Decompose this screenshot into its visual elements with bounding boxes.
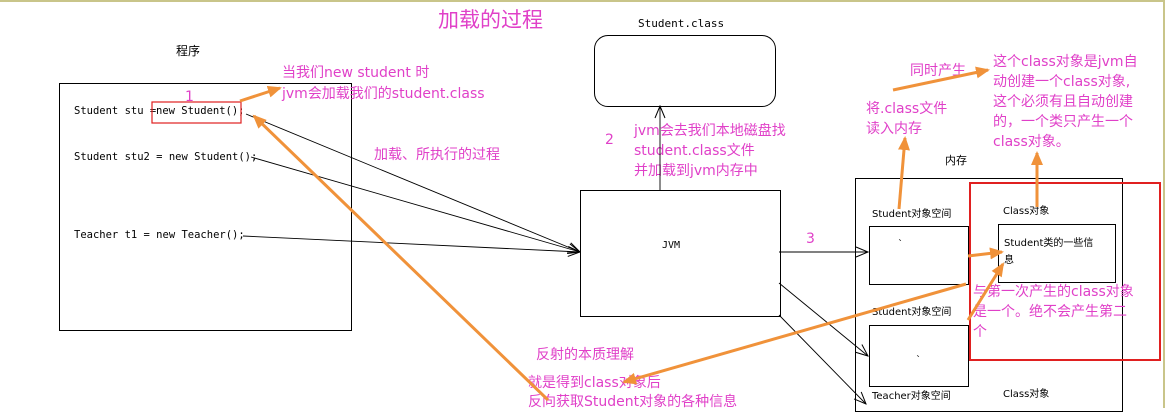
teacher-space-label: Teacher对象空间 xyxy=(872,391,951,402)
class-info-box xyxy=(998,224,1116,283)
annotation-class-object-1: 这个class对象是jvm自 xyxy=(993,54,1138,70)
orange-arrow-reflection xyxy=(252,114,550,402)
student-space-1-mark: ` xyxy=(898,239,903,250)
step-3-number: 3 xyxy=(806,231,815,247)
annotation-class-object-3: 这个必须有且自动创建 xyxy=(993,94,1133,110)
orange-arrow-student-to-class xyxy=(967,247,1004,260)
class-info-line-1: Student类的一些信 xyxy=(1004,238,1094,249)
orange-arrow-reflection-class xyxy=(622,282,967,385)
student-space-1-box xyxy=(869,226,969,285)
annotation-class-object-2: 动创建一个class对象, xyxy=(993,74,1131,90)
arrow-jvm-to-line1 xyxy=(245,113,580,252)
new-student-highlight xyxy=(151,101,242,124)
annotation-same-time: 同时产生 xyxy=(910,63,966,79)
arrow-jvm-to-student-space-2 xyxy=(778,282,868,356)
annotation-find-file-3: 并加载到jvm内存中 xyxy=(634,163,758,179)
student-space-2-label: Student对象空间 xyxy=(872,307,952,318)
annotation-new-student-2: jvm会加载我们的student.class xyxy=(282,86,485,102)
orange-arrow-space2-to-class xyxy=(966,262,1005,321)
code-line-3: Teacher t1 = new Teacher(); xyxy=(74,229,245,241)
jvm-label: JVM xyxy=(662,240,681,251)
student-space-1-label: Student对象空间 xyxy=(872,209,952,220)
code-line-2: Student stu2 = new Student(); xyxy=(74,151,258,163)
arrow-jvm-to-line2 xyxy=(250,156,580,252)
annotation-same-object-1: 与第一次产生的class对象 xyxy=(973,284,1134,300)
code-line-1-prefix: Student stu = xyxy=(74,105,157,117)
step-2-number: 2 xyxy=(605,132,614,148)
orange-arrow-new-student xyxy=(239,86,282,103)
annotation-read-memory-2: 读入内存 xyxy=(866,121,922,137)
class-info-line-2: 息 xyxy=(1004,255,1014,266)
annotation-class-object-4: 的，一个类只产生一个 xyxy=(993,114,1133,130)
top-border xyxy=(0,0,1165,2)
class-object-label-2: Class对象 xyxy=(1003,389,1050,400)
annotation-find-file-2: student.class文件 xyxy=(634,143,755,159)
arrow-jvm-to-line3 xyxy=(242,235,580,252)
program-label: 程序 xyxy=(176,44,201,58)
class-object-highlight xyxy=(969,182,1161,361)
code-line-1-highlight: new Student(); xyxy=(156,105,245,117)
step-1-number: 1 xyxy=(185,89,194,105)
annotation-reflection-title: 反射的本质理解 xyxy=(536,347,634,363)
orange-arrow-read-memory xyxy=(897,136,910,210)
annotation-reflection-body-2: 反向获取Student对象的各种信息 xyxy=(528,394,738,410)
memory-label: 内存 xyxy=(945,154,967,167)
class-object-label: Class对象 xyxy=(1003,206,1050,217)
diagram-title: 加载的过程 xyxy=(438,8,543,32)
annotation-read-memory-1: 将.class文件 xyxy=(866,101,948,117)
student-class-file-label: Student.class xyxy=(638,17,725,30)
program-box xyxy=(59,83,352,331)
right-border xyxy=(1163,0,1165,408)
annotation-load-process: 加载、所执行的过程 xyxy=(374,147,500,163)
annotation-new-student-1: 当我们new student 时 xyxy=(282,65,430,81)
annotation-same-object-2: 是一个。绝不会产生第二 xyxy=(973,304,1127,320)
student-space-2-mark: ` xyxy=(916,355,921,366)
orange-arrow-same-time xyxy=(892,66,990,92)
annotation-class-object-5: class对象。 xyxy=(993,134,1070,150)
jvm-box xyxy=(580,190,781,317)
annotation-same-object-3: 个 xyxy=(973,324,987,340)
student-class-file-box xyxy=(594,35,776,107)
student-space-2-box xyxy=(869,325,969,387)
arrow-jvm-to-teacher-space xyxy=(778,314,866,404)
annotation-find-file-1: jvm会去我们本地磁盘找 xyxy=(634,123,786,139)
